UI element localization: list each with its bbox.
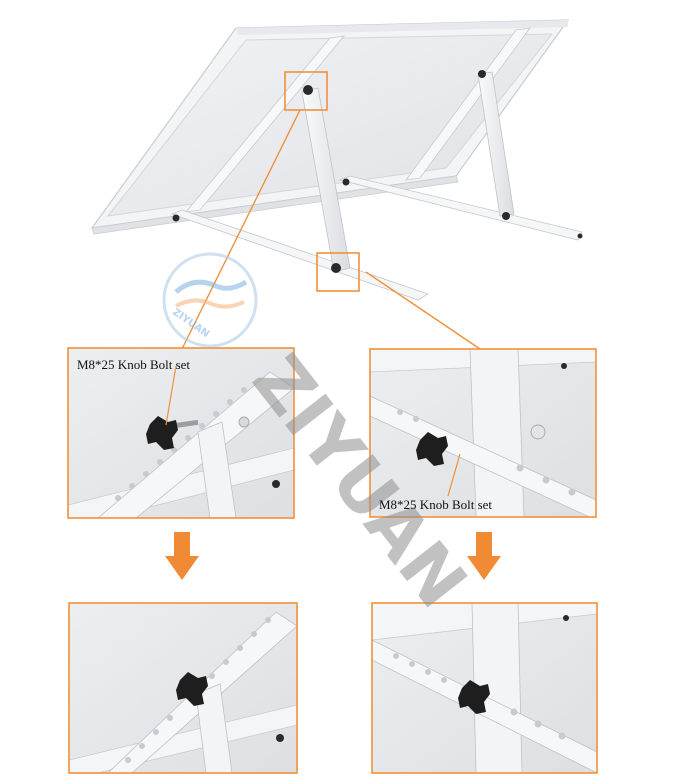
detail-rail (97, 371, 294, 518)
detail-bottom-left (68, 602, 298, 774)
detail-leg (195, 683, 233, 773)
knob-bolt-label-right: M8*25 Knob Bolt set (379, 497, 493, 512)
leader-line-left (181, 109, 301, 350)
detail-top-left (67, 347, 295, 519)
watermark-logo: ZIYUAN (162, 252, 258, 348)
detail-top-right (369, 348, 597, 518)
arrow-down-icon (467, 532, 501, 580)
leader-line-right (365, 271, 481, 350)
detail-frame-top-left (67, 347, 295, 519)
knob-bolt (458, 680, 490, 714)
detail-frame-bottom-right (371, 602, 598, 774)
detail-frame-bottom-left (68, 602, 298, 774)
knob-bolt (176, 672, 208, 706)
bottom-rail-right (338, 175, 583, 241)
support-leg-right (477, 71, 515, 217)
panel-cross-rail (185, 35, 345, 213)
detail-leg (469, 349, 525, 517)
knob-bolt (416, 432, 448, 466)
knob-bolt (146, 416, 178, 450)
detail-bottom-right (371, 602, 598, 774)
solar-panel-assembly (90, 19, 583, 301)
solar-panel-back (106, 33, 554, 217)
highlight-box-upper (284, 71, 328, 111)
detail-frame-top-right (369, 348, 597, 518)
highlight-box-lower (316, 252, 360, 292)
svg-text:ZIYUAN: ZIYUAN (170, 307, 211, 340)
detail-leg (197, 421, 237, 518)
arrow-down-icon (165, 532, 199, 580)
knob-bolt-label-left: M8*25 Knob Bolt set (77, 357, 191, 372)
detail-leg (471, 603, 523, 773)
